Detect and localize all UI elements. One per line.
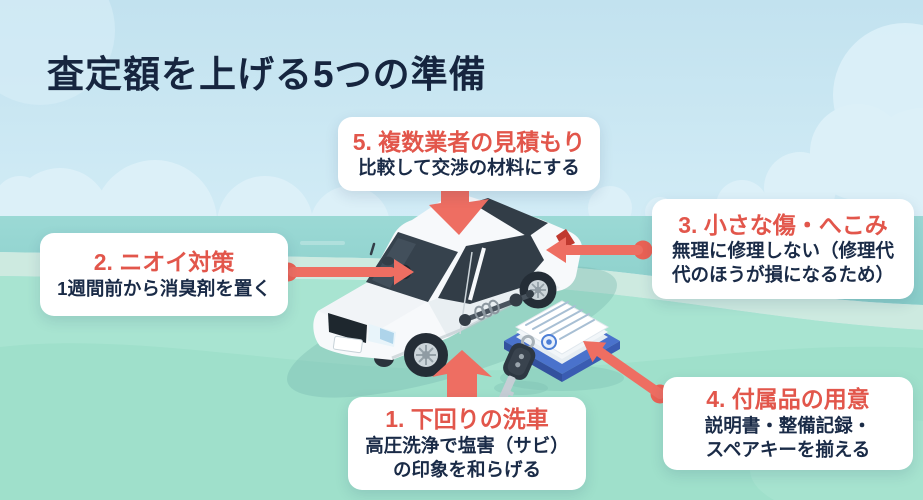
callout-2-odor: 2. ニオイ対策 1週間前から消臭剤を置く (40, 233, 288, 316)
callout-5-body: 比較して交渉の材料にする (358, 157, 580, 179)
driveshaft-part (459, 290, 534, 326)
callout-1-heading: 1. 下回りの洗車 (385, 406, 549, 433)
callout-4-accessories: 4. 付属品の用意 説明書・整備記録・ スペアキーを揃える (663, 377, 913, 470)
arrow-3-line (546, 237, 653, 263)
page-title: 査定額を上げる5つの準備 (47, 54, 487, 95)
arrow-1-up (432, 350, 492, 402)
front-wheel (404, 333, 448, 377)
rear-wheel (519, 271, 557, 309)
callout-5-multiple-quotes: 5. 複数業者の見積もり 比較して交渉の材料にする (338, 117, 600, 191)
callout-5-heading: 5. 複数業者の見積もり (352, 128, 586, 155)
callout-3-scratches: 3. 小さな傷・へこみ 無理に修理しない（修理代 代のほうが損になるため） (652, 199, 914, 299)
callout-1-body: 高圧洗浄で塩害（サビ） の印象を和らげる (365, 434, 569, 480)
callout-1-underbody-wash: 1. 下回りの洗車 高圧洗浄で塩害（サビ） の印象を和らげる (348, 397, 586, 490)
callout-4-body: 説明書・整備記録・ スペアキーを揃える (704, 414, 872, 460)
callout-2-body: 1週間前から消臭剤を置く (57, 277, 271, 299)
callout-3-heading: 3. 小さな傷・へこみ (678, 211, 888, 238)
car-key-icon (498, 334, 536, 402)
callout-2-heading: 2. ニオイ対策 (93, 249, 235, 276)
callout-4-heading: 4. 付属品の用意 (706, 386, 870, 413)
arrow-5-down (429, 184, 489, 235)
callout-3-body: 無理に修理しない（修理代 代のほうが損になるため） (671, 240, 894, 286)
